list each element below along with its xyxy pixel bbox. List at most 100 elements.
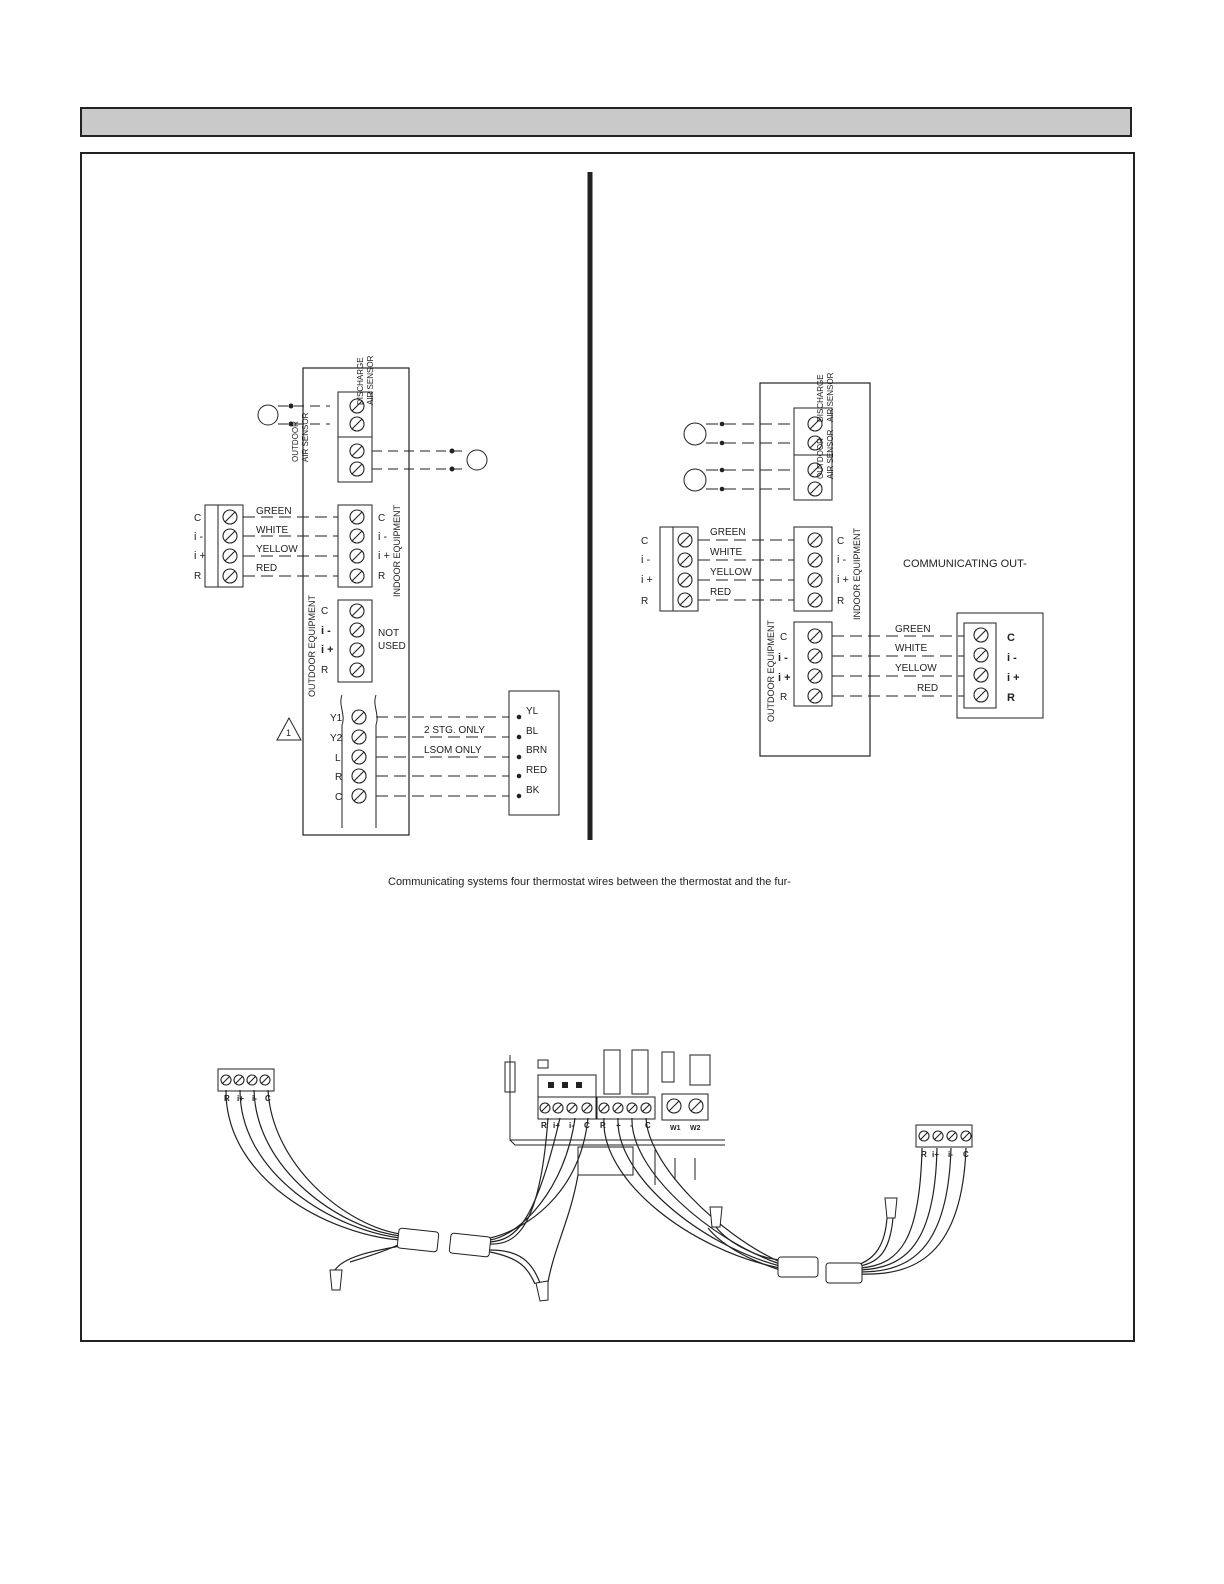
right-indoor-label: INDOOR EQUIPMENT <box>852 527 862 620</box>
right-sensor-dot-4 <box>719 486 725 492</box>
right-outdoor-block <box>793 621 833 707</box>
left-thermostat-block <box>204 504 244 588</box>
left-tstat-term-ip: i + <box>194 550 206 562</box>
right-communicating-label: COMMUNICATING OUT- <box>903 558 1027 570</box>
board-label-a-ip: i+ <box>553 1121 560 1130</box>
left-sensor-label-3: OUTDOOR <box>291 421 300 462</box>
left-wire-green: GREEN <box>256 506 292 517</box>
right-tstat-term-r: R <box>641 596 648 607</box>
right-plug-label-ip: i+ <box>932 1150 939 1159</box>
left-outdoor-term-c: C <box>321 606 328 617</box>
right-outdoor-term-r: R <box>780 692 787 703</box>
right-unit-term-c: C <box>1007 632 1015 644</box>
figure-caption: Communicating systems four thermostat wi… <box>388 876 791 888</box>
left-plug-label-r: R <box>224 1094 230 1103</box>
right-tstat-term-ip: i + <box>641 574 653 586</box>
left-indoor-term-im: i - <box>378 531 388 543</box>
left-conv-l: L <box>335 753 341 764</box>
right-indoor-term-im: i - <box>837 554 847 566</box>
right-unit-term-im: i - <box>1007 652 1017 664</box>
left-outdoor-term-ip: i + <box>321 644 334 656</box>
right-outdoor-term-ip: i + <box>778 672 791 684</box>
left-cable-sleeve-2 <box>448 1232 492 1258</box>
left-conv-wire-end-1 <box>516 714 522 720</box>
left-outdoor-term-im: i - <box>321 625 331 637</box>
right-indoor-block <box>793 526 833 612</box>
right-tstat-term-c: C <box>641 536 648 547</box>
right-sensor-dot-3 <box>719 467 725 473</box>
right-indoor-term-r: R <box>837 596 844 607</box>
left-outdoor-wire-bl: BL <box>526 726 539 737</box>
left-equipment-board <box>302 367 410 836</box>
right-equipment-board <box>759 382 871 757</box>
right-unit-term-r: R <box>1007 692 1015 704</box>
left-wiring-diagram: DISCHARGE AIR SENSOR OUTDOOR AIR SENSOR … <box>194 355 560 836</box>
right-outdoor-unit-block <box>956 612 1044 719</box>
left-sensor-label-1: DISCHARGE <box>356 357 365 405</box>
right-sensor-label-4: AIR SENSOR <box>826 429 835 479</box>
board-terminal-strip-b <box>596 1096 656 1120</box>
left-sensor-label-4: AIR SENSOR <box>301 412 310 462</box>
right-discharge-sensor <box>683 422 707 446</box>
left-conv-wire-end-5 <box>516 793 522 799</box>
board-terminal-strip-c <box>661 1093 709 1121</box>
left-indoor-term-r: R <box>378 571 385 582</box>
right-indoor-term-ip: i + <box>837 574 849 586</box>
right-wire-red: RED <box>710 587 731 598</box>
wire-nut-2 <box>535 1280 549 1302</box>
right-unit-term-ip: i + <box>1007 672 1020 684</box>
left-outdoor-wire-red: RED <box>526 765 547 776</box>
left-wire-red: RED <box>256 563 277 574</box>
right-cable-sleeve-1 <box>777 1256 819 1278</box>
right-sensor-block <box>793 407 833 501</box>
left-warning-number: 1 <box>286 728 291 738</box>
left-conv-c: C <box>335 792 342 803</box>
left-indoor-term-c: C <box>378 513 385 524</box>
figure-frame <box>80 152 1135 1342</box>
board-label-w1: W1 <box>670 1125 681 1132</box>
board-label-a-im: i- <box>569 1121 574 1130</box>
right-outdoor-wire-yellow: YELLOW <box>895 663 937 674</box>
right-plug-label-r: R <box>921 1150 927 1159</box>
left-conv-y2: Y2 <box>330 733 343 744</box>
right-sensor-label-1: DISCHARGE <box>816 374 825 422</box>
left-outdoor-wire-brn: BRN <box>526 745 547 756</box>
left-indoor-term-ip: i + <box>378 550 390 562</box>
right-outdoor-label: OUTDOOR EQUIPMENT <box>766 619 776 722</box>
left-outdoor-sensor <box>466 449 488 471</box>
right-wire-white: WHITE <box>710 547 743 558</box>
right-wire-green: GREEN <box>710 527 746 538</box>
board-terminal-strip-a <box>537 1096 597 1120</box>
left-indoor-label: INDOOR EQUIPMENT <box>392 504 402 597</box>
left-conv-wire-end-3 <box>516 754 522 760</box>
left-discharge-sensor <box>257 404 279 426</box>
left-wire-yellow: YELLOW <box>256 544 298 555</box>
right-thermostat-block <box>659 526 699 612</box>
left-conventional-strip <box>340 694 378 828</box>
board-label-b-r: R <box>600 1121 606 1130</box>
left-indoor-block <box>337 504 373 588</box>
right-harness-plug <box>915 1124 973 1148</box>
right-outdoor-sensor <box>683 468 707 492</box>
left-note-2stg: 2 STG. ONLY <box>424 725 485 736</box>
left-conv-wire-end-2 <box>516 734 522 740</box>
section-header-bar <box>80 107 1132 137</box>
right-sensor-label-2: AIR SENSOR <box>826 372 835 422</box>
board-label-b-m: - <box>630 1121 633 1130</box>
left-tstat-term-im: i - <box>194 531 204 543</box>
left-outdoor-block <box>337 599 373 683</box>
board-label-a-r: R <box>541 1121 547 1130</box>
right-outdoor-wire-white: WHITE <box>895 643 928 654</box>
wire-nut-1 <box>329 1269 343 1291</box>
left-conv-wire-end-4 <box>516 773 522 779</box>
control-board-edge <box>509 1055 725 1146</box>
right-outdoor-wire-red: RED <box>917 683 938 694</box>
right-wire-yellow: YELLOW <box>710 567 752 578</box>
right-tstat-term-im: i - <box>641 554 651 566</box>
left-not-used-2: USED <box>378 641 406 652</box>
harness-wires <box>225 1089 967 1285</box>
left-outdoor-label: OUTDOOR EQUIPMENT <box>307 594 317 697</box>
right-sensor-label-3: OUTDOOR <box>816 438 825 479</box>
left-cable-sleeve-1 <box>396 1227 440 1253</box>
board-capacitor-1 <box>603 1049 621 1095</box>
